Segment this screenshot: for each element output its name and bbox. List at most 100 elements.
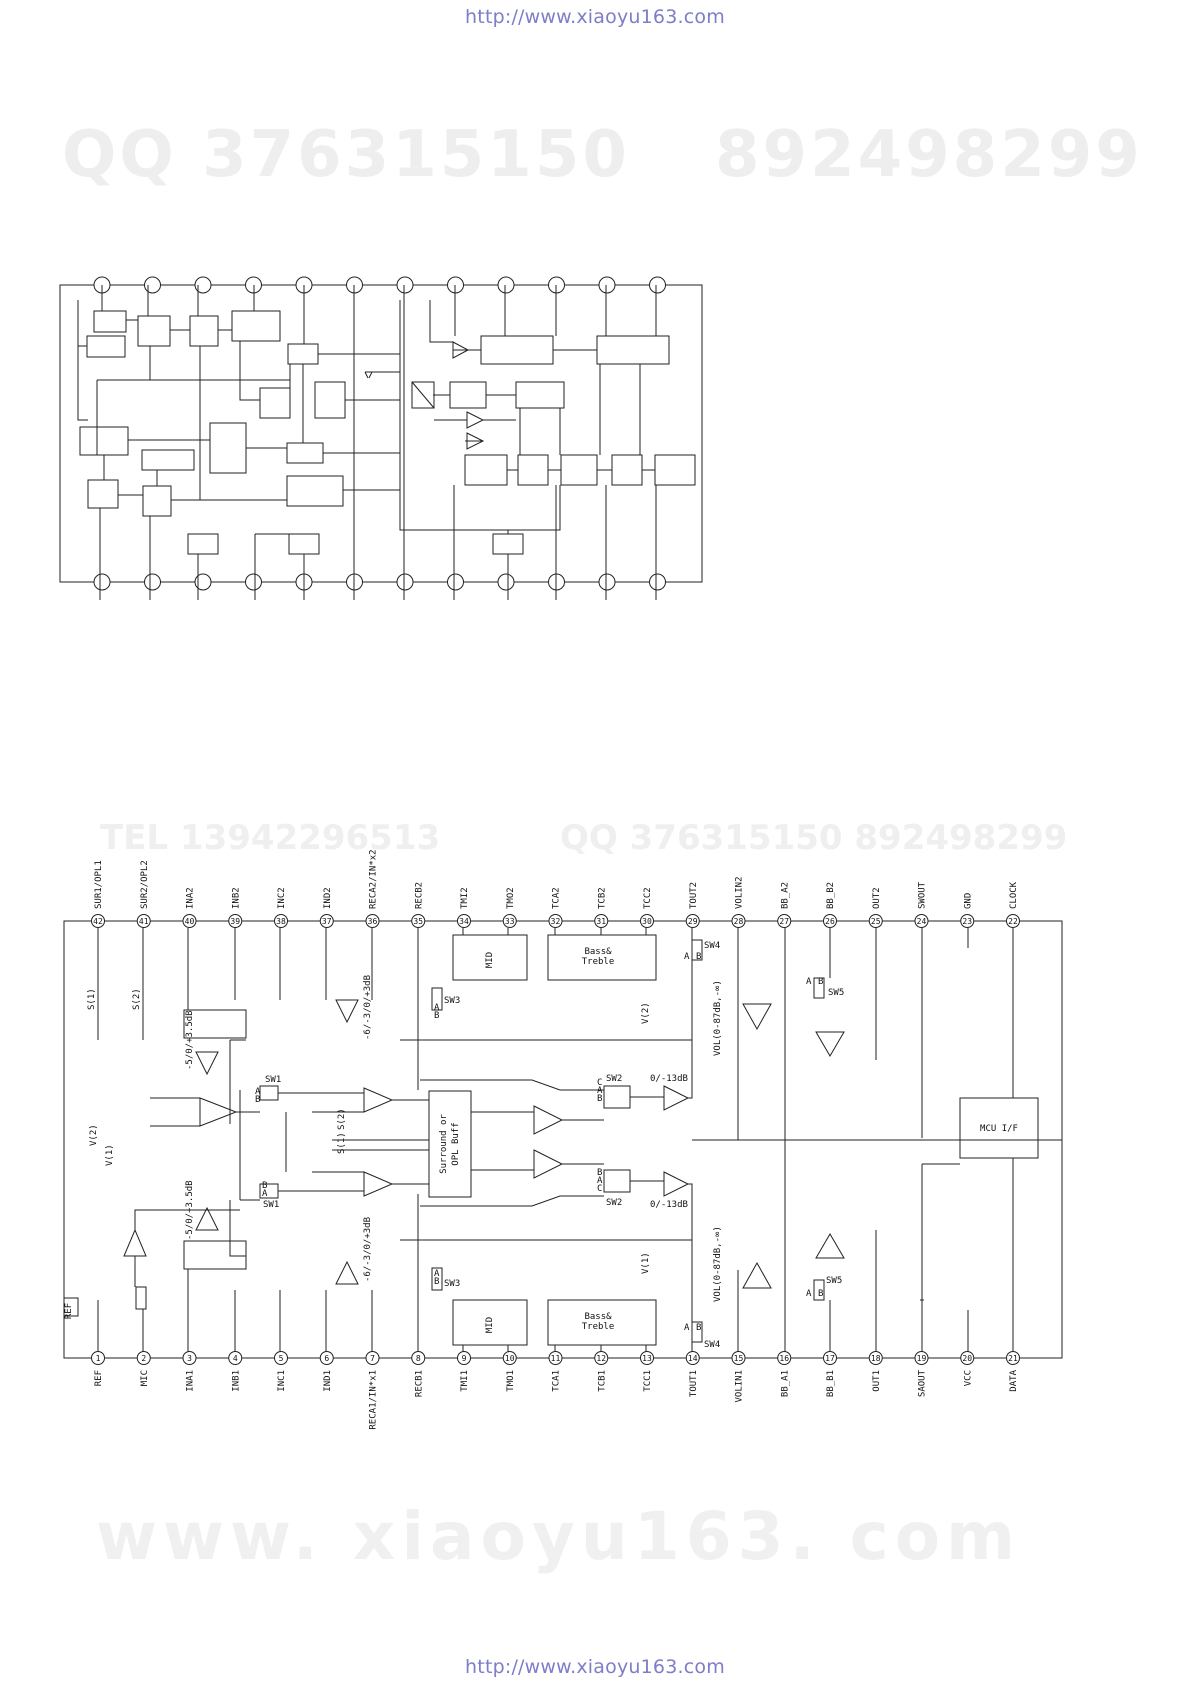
pin-name: SUR2/OPL2 (140, 860, 150, 909)
top-diagram-pin (497, 276, 515, 294)
rec-gain-label: -6/-3/0/+3dB (363, 1217, 373, 1282)
pin-name: TMO1 (506, 1370, 516, 1392)
v1-label: V(1) (105, 1144, 115, 1166)
pin-29 (685, 914, 700, 928)
pin-name: SUR1/OPL1 (94, 860, 104, 909)
top-diagram-pin (245, 573, 262, 591)
pin-name: TMI2 (460, 887, 470, 909)
pin-name: MIC (140, 1370, 150, 1386)
mic-gain-label: -5/0/+3.5dB (185, 1010, 195, 1070)
pin-name: RECB1 (414, 1370, 424, 1397)
footer-url[interactable]: http://www.xiaoyu163.com (465, 1656, 725, 1678)
pin-number: 24 (917, 917, 927, 926)
pin-name: GND (963, 893, 973, 909)
surround-block-label: Surround or (439, 1114, 449, 1174)
pin-name: TCC1 (643, 1370, 653, 1392)
sw1-label: SW1 (263, 1200, 279, 1210)
pin-1 (91, 1351, 105, 1365)
pin-number: 12 (596, 1354, 606, 1363)
out-gain-label: 0/-13dB (650, 1074, 688, 1084)
pin-number: 23 (962, 917, 972, 926)
pin-number: 16 (779, 1354, 789, 1363)
pin-35 (411, 914, 426, 928)
sw4-label: SW4 (704, 941, 720, 951)
header-url[interactable]: http://www.xiaoyu163.com (465, 6, 725, 28)
pin-number: 1 (96, 1354, 101, 1363)
pin-number: 33 (505, 917, 515, 926)
pin-name: BB_A1 (780, 1370, 790, 1397)
pin-name: VOLIN1 (735, 1370, 745, 1403)
sw4-label: SW4 (704, 1340, 720, 1350)
pin-name: TOUT1 (689, 1370, 699, 1397)
pin-40 (182, 914, 197, 928)
sw2-label: SW2 (606, 1074, 622, 1084)
mcu-block-label: MCU I/F (980, 1124, 1018, 1134)
pin-number: 21 (1008, 1354, 1018, 1363)
pin-37 (319, 914, 334, 928)
switch-pole-b: B (818, 1289, 823, 1299)
s1-label: S(1) (337, 1132, 347, 1154)
pin-name: RECB2 (414, 882, 424, 909)
surround-block-label: OPL Buff (451, 1122, 461, 1165)
pin-name: OUT2 (872, 887, 882, 909)
pin-name: REF (94, 1370, 104, 1386)
pin-15 (731, 1351, 746, 1365)
pin-16 (777, 1351, 792, 1365)
switch-pole-b: B (255, 1095, 260, 1105)
ref-block-label: REF (64, 1303, 74, 1319)
pin-number: 13 (642, 1354, 652, 1363)
switch-pole-c: C (597, 1184, 602, 1194)
pin-name: IND1 (323, 1370, 333, 1392)
switch-pole-b: B (696, 1323, 701, 1333)
switch-pole-b: B (434, 1277, 439, 1287)
pin-number: 32 (551, 917, 561, 926)
pin-41 (136, 914, 151, 928)
pin-number: 27 (779, 917, 789, 926)
pin-number: 11 (551, 1354, 561, 1363)
pin-number: 38 (276, 917, 286, 926)
pin-number: 3 (187, 1354, 192, 1363)
switch-pole-a: A (434, 1269, 440, 1279)
top-diagram-pin (598, 276, 616, 294)
switch-pole-a: A (806, 1289, 812, 1299)
switch-pole-a: A (597, 1086, 603, 1096)
pin-number: 36 (368, 917, 378, 926)
pin-number: 42 (93, 917, 103, 926)
pin-name: OUT1 (872, 1370, 882, 1392)
vol-label: VOL(0-87dB,-∞) (713, 980, 723, 1056)
pin-name: TCB2 (597, 887, 607, 909)
pin-name: TOUT2 (689, 882, 699, 909)
top-diagram-pin (396, 573, 414, 591)
pin-name: SAOUT (918, 1369, 928, 1397)
pin-number: 25 (871, 917, 881, 926)
pin-24 (914, 914, 929, 928)
top-ic-outline (59, 284, 703, 583)
top-diagram-pin (649, 573, 666, 591)
pin-number: 8 (416, 1354, 421, 1363)
pin-name: TCA1 (552, 1370, 562, 1392)
s1-label: S(1) (87, 988, 97, 1010)
pin-19 (914, 1351, 929, 1365)
pin-38 (274, 914, 288, 928)
mic-gain-label: -5/0/+3.5dB (185, 1180, 195, 1240)
pin-name: TMI1 (460, 1370, 470, 1392)
pin-name: INC2 (277, 887, 287, 909)
pin-name: TCB1 (597, 1370, 607, 1392)
v2-label: V(2) (641, 1002, 651, 1024)
pin-36 (365, 914, 380, 928)
top-diagram-pin (649, 276, 666, 294)
pin-number: 4 (233, 1354, 238, 1363)
pin-name: SWOUT (918, 881, 928, 909)
pin-number: 28 (734, 917, 744, 926)
pin-number: 19 (917, 1354, 927, 1363)
s2-label: S(2) (337, 1108, 347, 1130)
pin-number: 30 (642, 917, 652, 926)
pin-9 (457, 1351, 471, 1365)
pin-name: VCC (963, 1370, 973, 1386)
pin-42 (91, 914, 105, 928)
s2-label: S(2) (132, 988, 142, 1010)
switch-pole-b: B (434, 1011, 439, 1021)
pin-3 (182, 1351, 197, 1365)
pin-number: 26 (825, 917, 835, 926)
sw5-label: SW5 (828, 988, 844, 998)
